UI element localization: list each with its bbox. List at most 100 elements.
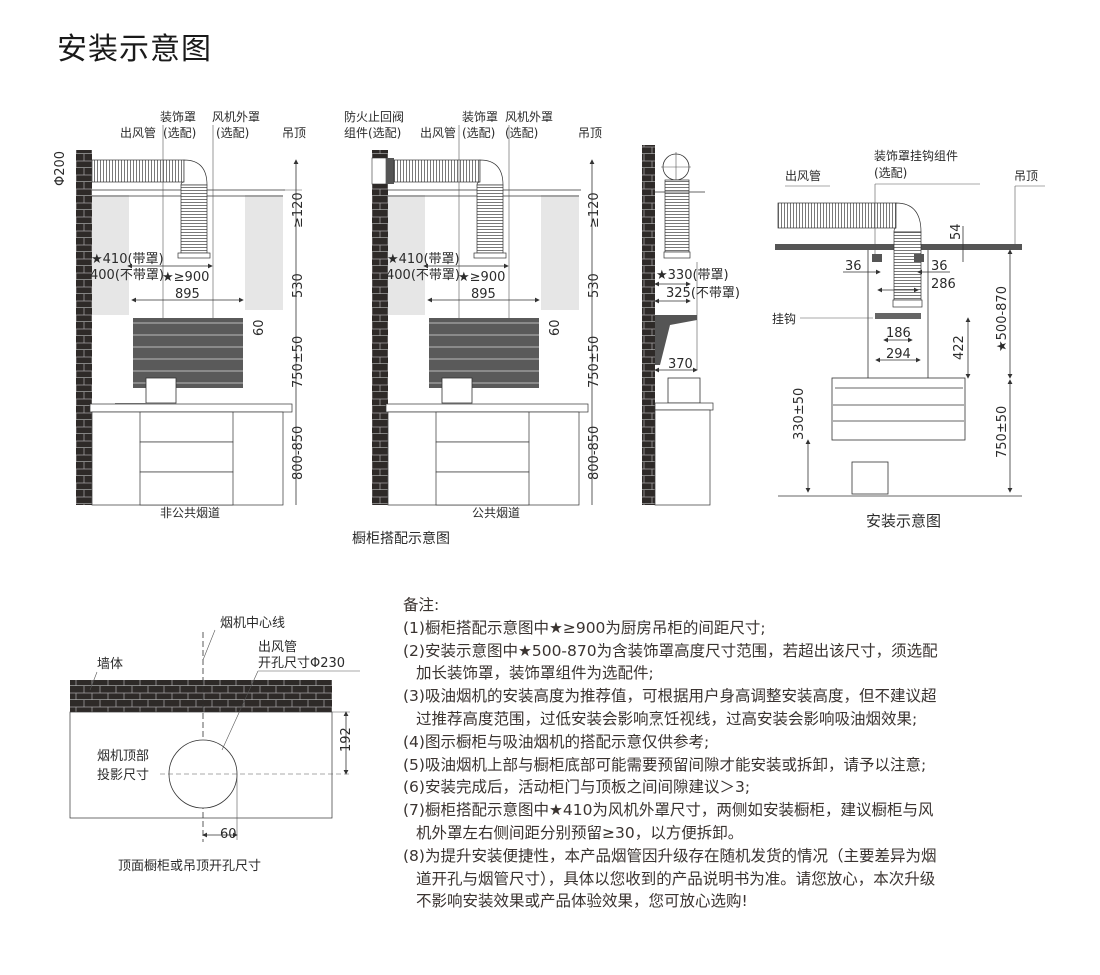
note-line: 不影响安装效果或产品体验效果，您可放心选购! (416, 892, 748, 911)
note-line: (4)图示橱柜与吸油烟机的搭配示意仅供参考; (403, 732, 710, 751)
hook (875, 313, 921, 319)
label-duct: 出风管 (258, 640, 297, 655)
range-hood (831, 377, 966, 441)
dim-294: 294 (886, 347, 911, 362)
range-hood (133, 318, 243, 388)
wall-band (70, 680, 332, 712)
dim-750: 750±50 (291, 336, 306, 388)
dim-325: 325(不带罩) (666, 286, 740, 301)
dim-400: 400(不带罩) (386, 268, 460, 283)
dim-900: ★≥900 (458, 270, 505, 285)
upper-cabinet-left (92, 195, 129, 315)
wall (76, 150, 92, 505)
dim-410: ★410(带罩) (387, 252, 460, 267)
caption-non-public-flue: 非公共烟道 (160, 506, 220, 520)
caption-public-flue: 公共烟道 (472, 506, 520, 520)
dim-422: 422 (952, 335, 967, 360)
dim-36-left: 36 (845, 259, 862, 274)
dim-60: 60 (252, 319, 267, 336)
countertop (89, 403, 293, 413)
note-line: (5)吸油烟机上部与橱柜底部可能需要预留间隙才能安装或拆卸，请予以注意; (403, 755, 927, 774)
dim-370: 370 (668, 357, 693, 372)
label-decor-optional: (选配) (163, 126, 196, 140)
dim-330: ★330(带罩) (656, 268, 729, 283)
label-decor-cover: 装饰罩 (160, 110, 196, 124)
dim-530: 530 (291, 273, 306, 298)
range-hood-side (655, 315, 697, 365)
dim-895: 895 (175, 287, 200, 302)
label-wall: 墙体 (97, 657, 123, 672)
dim-192: 192 (339, 727, 354, 752)
dim-800: 800-850 (587, 426, 602, 480)
dim-330-50: 330±50 (792, 388, 807, 440)
label-centerline: 烟机中心线 (220, 616, 285, 631)
dim-400: 400(不带罩) (90, 268, 164, 283)
dim-186: 186 (886, 326, 911, 341)
upper-cabinet-right (245, 195, 283, 310)
pot (145, 377, 177, 404)
label-ceiling: 吊顶 (578, 126, 602, 140)
label-check-valve: 防火止回阀 (344, 109, 404, 124)
dim-410: ★410(带罩) (91, 252, 164, 267)
label-projection-2: 投影尺寸 (97, 767, 149, 783)
wall (372, 150, 388, 505)
caption-install-diagram: 安装示意图 (866, 512, 941, 530)
label-fan-optional: (选配) (216, 126, 249, 140)
dim-phi200: Φ200 (53, 151, 68, 186)
dim-60: 60 (220, 827, 237, 842)
label-hook: 挂钩 (772, 312, 796, 326)
note-line: (8)为提升安装便捷性，本产品烟管因升级存在随机发货的情况（主要差异为烟 (403, 846, 937, 865)
note-line: (6)安装完成后，活动柜门与顶板之间间隙建议＞3; (403, 778, 751, 797)
label-hook-optional: (选配) (874, 166, 907, 180)
dim-36-right: 36 (931, 259, 948, 274)
note-line: 过推荐高度范围，过低安装会影响烹饪视线，过高安装会影响吸油烟效果; (416, 709, 918, 728)
label-decor-optional: (选配) (462, 126, 495, 140)
note-line: (7)橱柜搭配示意图中★410为风机外罩尺寸，两侧如安装橱柜，建议橱柜与风 (403, 801, 934, 820)
notes: 备注: (1)橱柜搭配示意图中★≥900为厨房吊柜的间距尺寸; (2)安装示意图… (403, 594, 938, 913)
dim-750-50: 750±50 (995, 406, 1010, 458)
label-fan-cover: 风机外罩 (505, 110, 553, 124)
dim-800: 800-850 (291, 426, 306, 480)
dim-60: 60 (548, 319, 563, 336)
label-fan-cover: 风机外罩 (212, 110, 260, 124)
label-fan-optional: (选配) (505, 126, 538, 140)
label-decor-cover: 装饰罩 (462, 110, 498, 124)
label-ceiling: 吊顶 (1014, 169, 1038, 183)
caption-cabinet-diagrams: 橱柜搭配示意图 (352, 530, 450, 547)
install-diagram: 装饰罩挂钩组件 (选配) 出风管 吊顶 挂钩 54 36 36 286 186 … (772, 149, 1045, 530)
label-duct: 出风管 (420, 125, 456, 140)
check-valve (386, 158, 394, 184)
exhaust-duct (91, 159, 185, 183)
public-flue-diagram: 防火止回阀 组件(选配) 出风管 装饰罩 (选配) 风机外罩 (选配) 吊顶 ≥… (344, 109, 602, 520)
note-line: (1)橱柜搭配示意图中★≥900为厨房吊柜的间距尺寸; (403, 618, 766, 637)
dim-530: 530 (587, 273, 602, 298)
label-duct: 出风管 (120, 125, 156, 140)
dim-286: 286 (931, 277, 956, 292)
dim-gap-120: ≥120 (291, 192, 306, 228)
dim-900: ★≥900 (162, 270, 209, 285)
note-line: (2)安装示意图中★500-870为含装饰罩高度尺寸范围，若超出该尺寸，须选配 (403, 641, 938, 660)
non-public-flue-diagram: Φ200 装饰罩 (选配) 出风管 风机外罩 (选配) 吊顶 ≥120 ★410… (53, 110, 306, 520)
label-check-valve-optional: 组件(选配) (344, 126, 401, 140)
label-projection-1: 烟机顶部 (97, 749, 149, 764)
dim-750: 750±50 (587, 336, 602, 388)
label-duct: 出风管 (785, 168, 821, 183)
side-view-diagram: ★330(带罩) 325(不带罩) 370 (642, 145, 740, 506)
label-hook-assembly: 装饰罩挂钩组件 (874, 149, 958, 163)
page-title: 安装示意图 (57, 32, 212, 67)
exhaust-duct-vertical (180, 184, 208, 254)
dim-gap-120: ≥120 (587, 192, 602, 228)
caption-hole-diagram: 顶面橱柜或吊顶开孔尺寸 (118, 859, 261, 874)
label-hole-size: 开孔尺寸Φ230 (258, 656, 345, 671)
hole-size-diagram: 烟机中心线 墙体 出风管 开孔尺寸Φ230 烟机顶部 投影尺寸 192 60 顶… (69, 616, 360, 874)
note-line: 机外罩左右侧间距分别预留≥30，以方便拆卸。 (416, 823, 744, 842)
note-line: 加长装饰罩，装饰罩组件为选配件; (416, 664, 654, 683)
notes-heading: 备注: (403, 596, 440, 614)
dim-54: 54 (949, 223, 964, 240)
label-ceiling: 吊顶 (282, 126, 306, 140)
hook-bracket (872, 254, 882, 262)
dim-500-870: ★500-870 (995, 286, 1010, 352)
note-line: (3)吸油烟机的安装高度为推荐值，可根据用户身高调整安装高度，但不建议超 (403, 687, 937, 706)
dim-895: 895 (471, 287, 496, 302)
